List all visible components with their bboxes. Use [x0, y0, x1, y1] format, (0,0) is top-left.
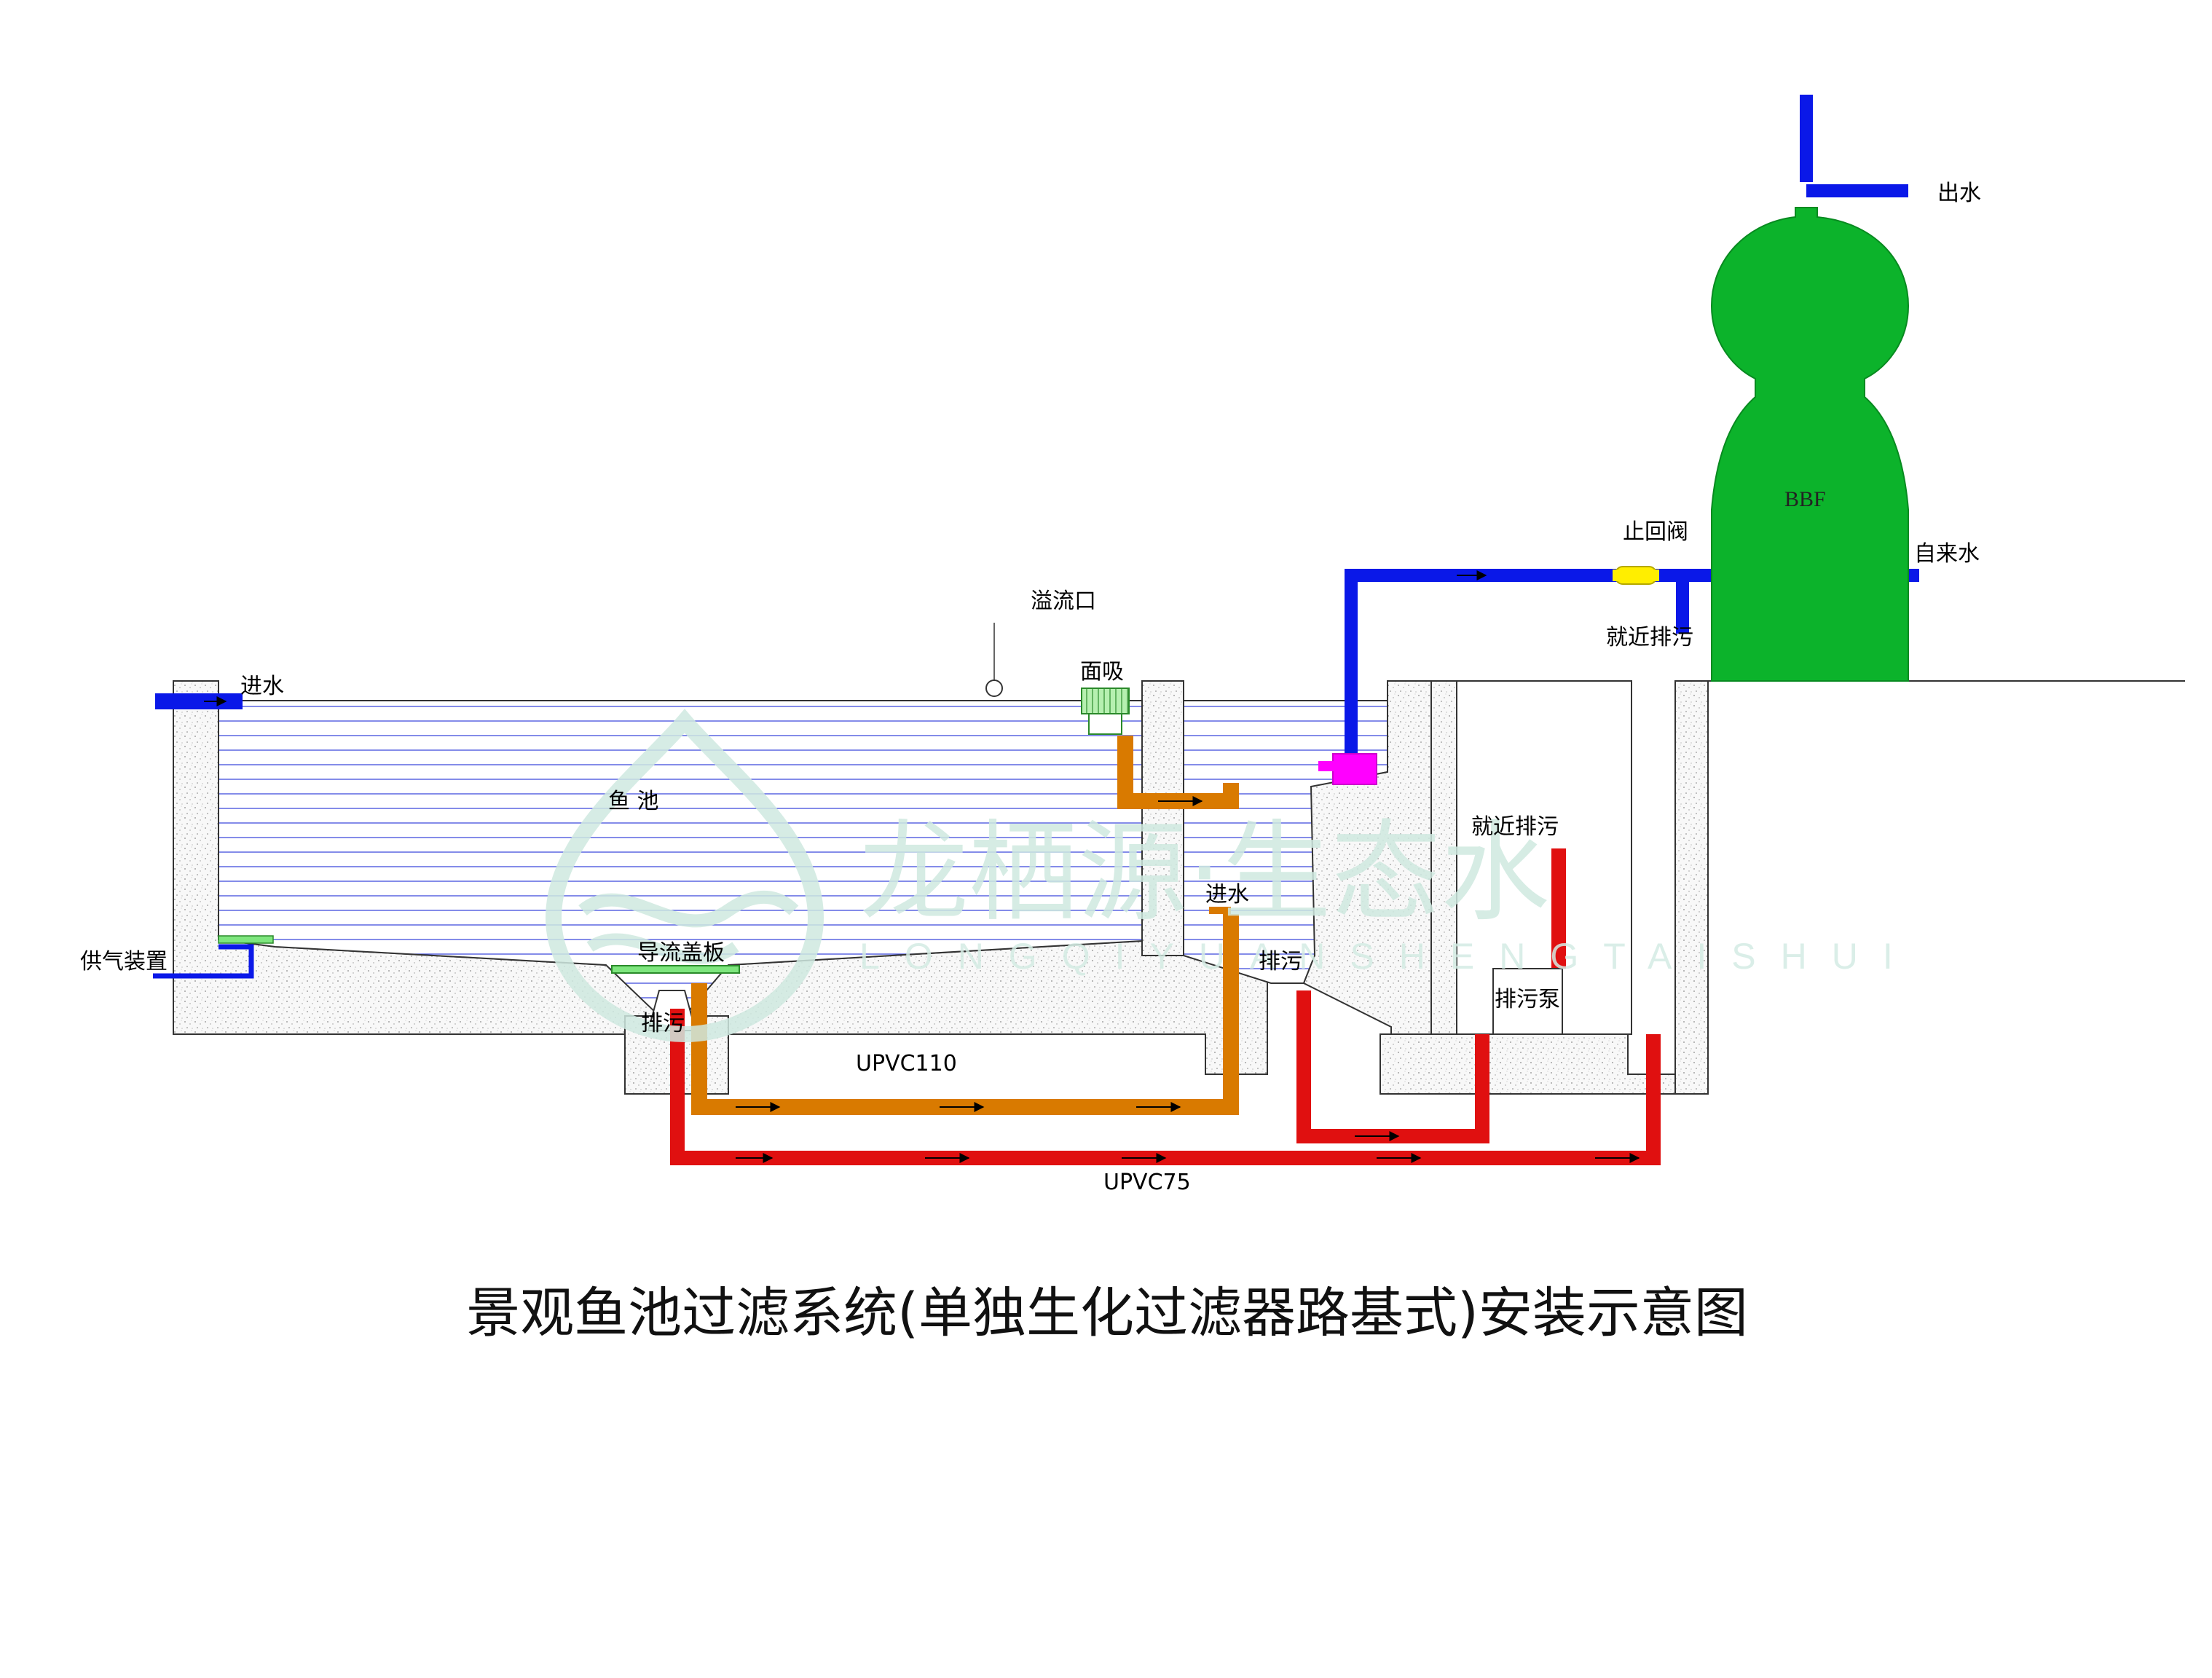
label-drain-bottom: 排污: [641, 1011, 685, 1036]
label-surface-skimmer: 面吸: [1080, 659, 1124, 685]
label-tap-water: 自来水: [1914, 541, 1980, 567]
air-diffuser: [218, 935, 274, 944]
watermark-text: 龙栖源·生态水: [859, 810, 1550, 937]
drain-pipe-arrows: [736, 1131, 1640, 1163]
label-check-valve: 止回阀: [1623, 519, 1688, 545]
label-overflow: 溢流口: [1031, 588, 1096, 614]
label-pipe-75: UPVC75: [1103, 1170, 1191, 1195]
bbf-filter: [1710, 207, 1910, 682]
baffle-cover: [611, 965, 740, 974]
label-nearby-drain-1: 就近排污: [1471, 814, 1559, 840]
overflow-marker: [985, 623, 1003, 697]
label-filter: BBF: [1784, 487, 1826, 511]
pump: [1318, 753, 1377, 785]
label-nearby-drain-2: 就近排污: [1606, 625, 1693, 650]
label-air-supply: 供气装置: [80, 949, 168, 974]
air-supply-line: [153, 944, 254, 979]
watermark-logo: [545, 709, 824, 1043]
orange-riser: [1209, 907, 1231, 914]
label-sump-pump: 排污泵: [1495, 987, 1560, 1012]
sump-pump: [1492, 968, 1563, 1035]
return-pipe-arrows: [736, 796, 1203, 1112]
label-inlet-mid: 进水: [1205, 882, 1249, 907]
label-pipe-110: UPVC110: [856, 1051, 957, 1076]
diagram-title: 景观鱼池过滤系统(单独生化过滤器路基式)安装示意图: [466, 1282, 1748, 1344]
surface-skimmer: [1081, 688, 1130, 735]
watermark-subtext: LONGQIYUANSHENGTAISHUI: [859, 936, 1918, 977]
label-fish-pond: 鱼 池: [608, 789, 659, 814]
label-inlet-left: 进水: [240, 674, 284, 699]
inlet-left-pipe: [155, 693, 243, 709]
label-drain-mid: 排污: [1259, 949, 1302, 974]
label-baffle-cover: 导流盖板: [637, 940, 725, 966]
check-valve: [1613, 566, 1659, 585]
label-outlet: 出水: [1937, 181, 1981, 206]
